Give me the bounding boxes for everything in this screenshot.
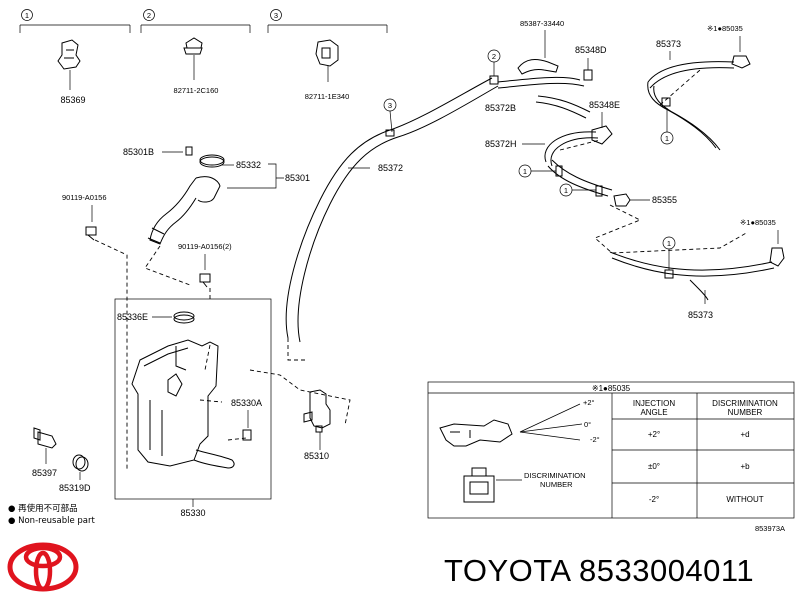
- disc-label-line2: NUMBER: [540, 480, 573, 489]
- row-angle: ±0°: [648, 462, 660, 471]
- filler-neck: 85301B 85332 85301: [123, 146, 310, 245]
- part-label-85348E: 85348E: [589, 100, 620, 110]
- injection-table: ※1●85035 INJECTION ANGLE DISCRIMINATION …: [427, 381, 795, 533]
- toyota-logo: [7, 542, 79, 592]
- part-label-85397: 85397: [32, 468, 57, 478]
- part-label-85373-top: 85373: [656, 39, 681, 49]
- disc-label-line1: DISCRIMINATION: [524, 471, 586, 480]
- part-label-85348D: 85348D: [575, 45, 607, 55]
- dashed-leaders: [94, 69, 749, 470]
- col-angle: ANGLE: [640, 408, 667, 417]
- row-angle: +2°: [648, 430, 660, 439]
- part-label-85330: 85330: [180, 508, 205, 518]
- callout-1: 1: [667, 239, 671, 248]
- callout-1: 1: [523, 167, 527, 176]
- group-number: 3: [274, 11, 278, 20]
- angle-zero: 0°: [584, 420, 591, 429]
- legend: ● 再使用不可部品 ● Non-reusable part: [8, 503, 95, 527]
- part-label-85387-33440: 85387-33440: [520, 19, 564, 28]
- group-number: 2: [147, 11, 151, 20]
- table-title: ※1●85035: [592, 384, 631, 393]
- group-3: 3 82711-1E340: [267, 9, 388, 101]
- part-label-85372: 85372: [378, 163, 403, 173]
- part-label-85035-mid: ※1●85035: [740, 218, 776, 227]
- diagram-id: 853973A: [755, 524, 785, 533]
- hose-85373-bot: ※1●85035 1 85373: [609, 218, 785, 320]
- part-label-90119-A0156: 90119-A0156: [62, 193, 106, 202]
- col-number: NUMBER: [728, 408, 763, 417]
- hose-85372: 85372 3 2: [285, 49, 585, 343]
- sensor-parts: 85397 85319D: [32, 427, 91, 493]
- part-label-85301: 85301: [285, 173, 310, 183]
- angle-minus: -2°: [590, 435, 600, 444]
- group-number: 1: [25, 11, 29, 20]
- legend-line-jp: ● 再使用不可部品: [8, 504, 78, 514]
- part-label-85372B: 85372B: [485, 103, 516, 113]
- part-label-85319D: 85319D: [59, 483, 91, 493]
- row-number: +b: [740, 462, 750, 471]
- part-label-85301B: 85301B: [123, 147, 154, 157]
- legend-line-en: ● Non-reusable part: [8, 516, 95, 526]
- part-label-82711-2C160: 82711-2C160: [174, 86, 219, 95]
- row-number: +d: [740, 430, 749, 439]
- part-label-85372H: 85372H: [485, 139, 517, 149]
- callout-2: 2: [492, 52, 496, 61]
- callout-3: 3: [388, 101, 392, 110]
- row-number: WITHOUT: [726, 495, 763, 504]
- part-label-85369: 85369: [60, 95, 85, 105]
- joint-area: 85387-33440 85348D 85372B 85348E 85372H …: [485, 19, 677, 207]
- brand-part-number: TOYOTA 8533004011: [444, 553, 755, 588]
- part-label-85336E: 85336E: [117, 312, 148, 322]
- col-injection: INJECTION: [633, 399, 675, 408]
- part-label-85332: 85332: [236, 160, 261, 170]
- group-2: 2 82711-2C160: [140, 9, 251, 95]
- part-label-82711-1E340: 82711-1E340: [305, 92, 349, 101]
- row-angle: -2°: [649, 495, 659, 504]
- bolts: 90119-A0156 90119-A0156(2): [62, 193, 232, 288]
- hose-85373-top: 85373 ※1●85035 1: [647, 24, 751, 151]
- angle-plus: +2°: [583, 398, 595, 407]
- group-1: 1 85369: [19, 9, 131, 105]
- part-label-85373-bottom: 85373: [688, 310, 713, 320]
- col-discrimination: DISCRIMINATION: [712, 399, 778, 408]
- part-label-85330A: 85330A: [231, 398, 262, 408]
- callout-1: 1: [564, 186, 568, 195]
- part-label-90119-A0156-2: 90119-A0156(2): [178, 242, 232, 251]
- part-label-85355: 85355: [652, 195, 677, 205]
- part-label-85035-top: ※1●85035: [707, 24, 743, 33]
- part-label-85310: 85310: [304, 451, 329, 461]
- reservoir-85330: 85330 85336E 85330A: [114, 298, 272, 518]
- callout-1: 1: [665, 134, 669, 143]
- pump-85310: 85310: [303, 389, 331, 461]
